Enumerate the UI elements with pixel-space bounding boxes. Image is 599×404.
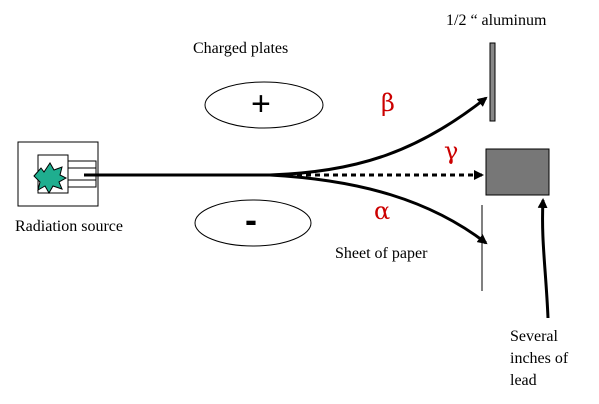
charged-plates-label: Charged plates [193,40,289,57]
aluminum-label: 1/2 “ aluminum [446,12,547,29]
lead-block [485,148,550,196]
lead-label-line1: Several [510,328,558,345]
sheet-of-paper-label: Sheet of paper [335,245,428,262]
positive-plate [204,81,324,129]
beta-label: β [381,89,395,117]
aluminum-plate [489,42,496,122]
alpha-label: α [374,197,391,225]
radioactive-sample-icon [33,162,68,195]
lead-label-line2: inches of [510,350,569,367]
beta-path [269,96,488,177]
lead-label-line3: lead [510,372,537,389]
alpha-path [269,173,488,245]
negative-plate [194,199,312,247]
radiation-source-label: Radiation source [15,218,123,235]
minus-sign: - [245,199,257,240]
gamma-label: γ [444,137,459,165]
lead-pointer-arrow [537,198,550,319]
plus-sign: + [251,85,271,123]
